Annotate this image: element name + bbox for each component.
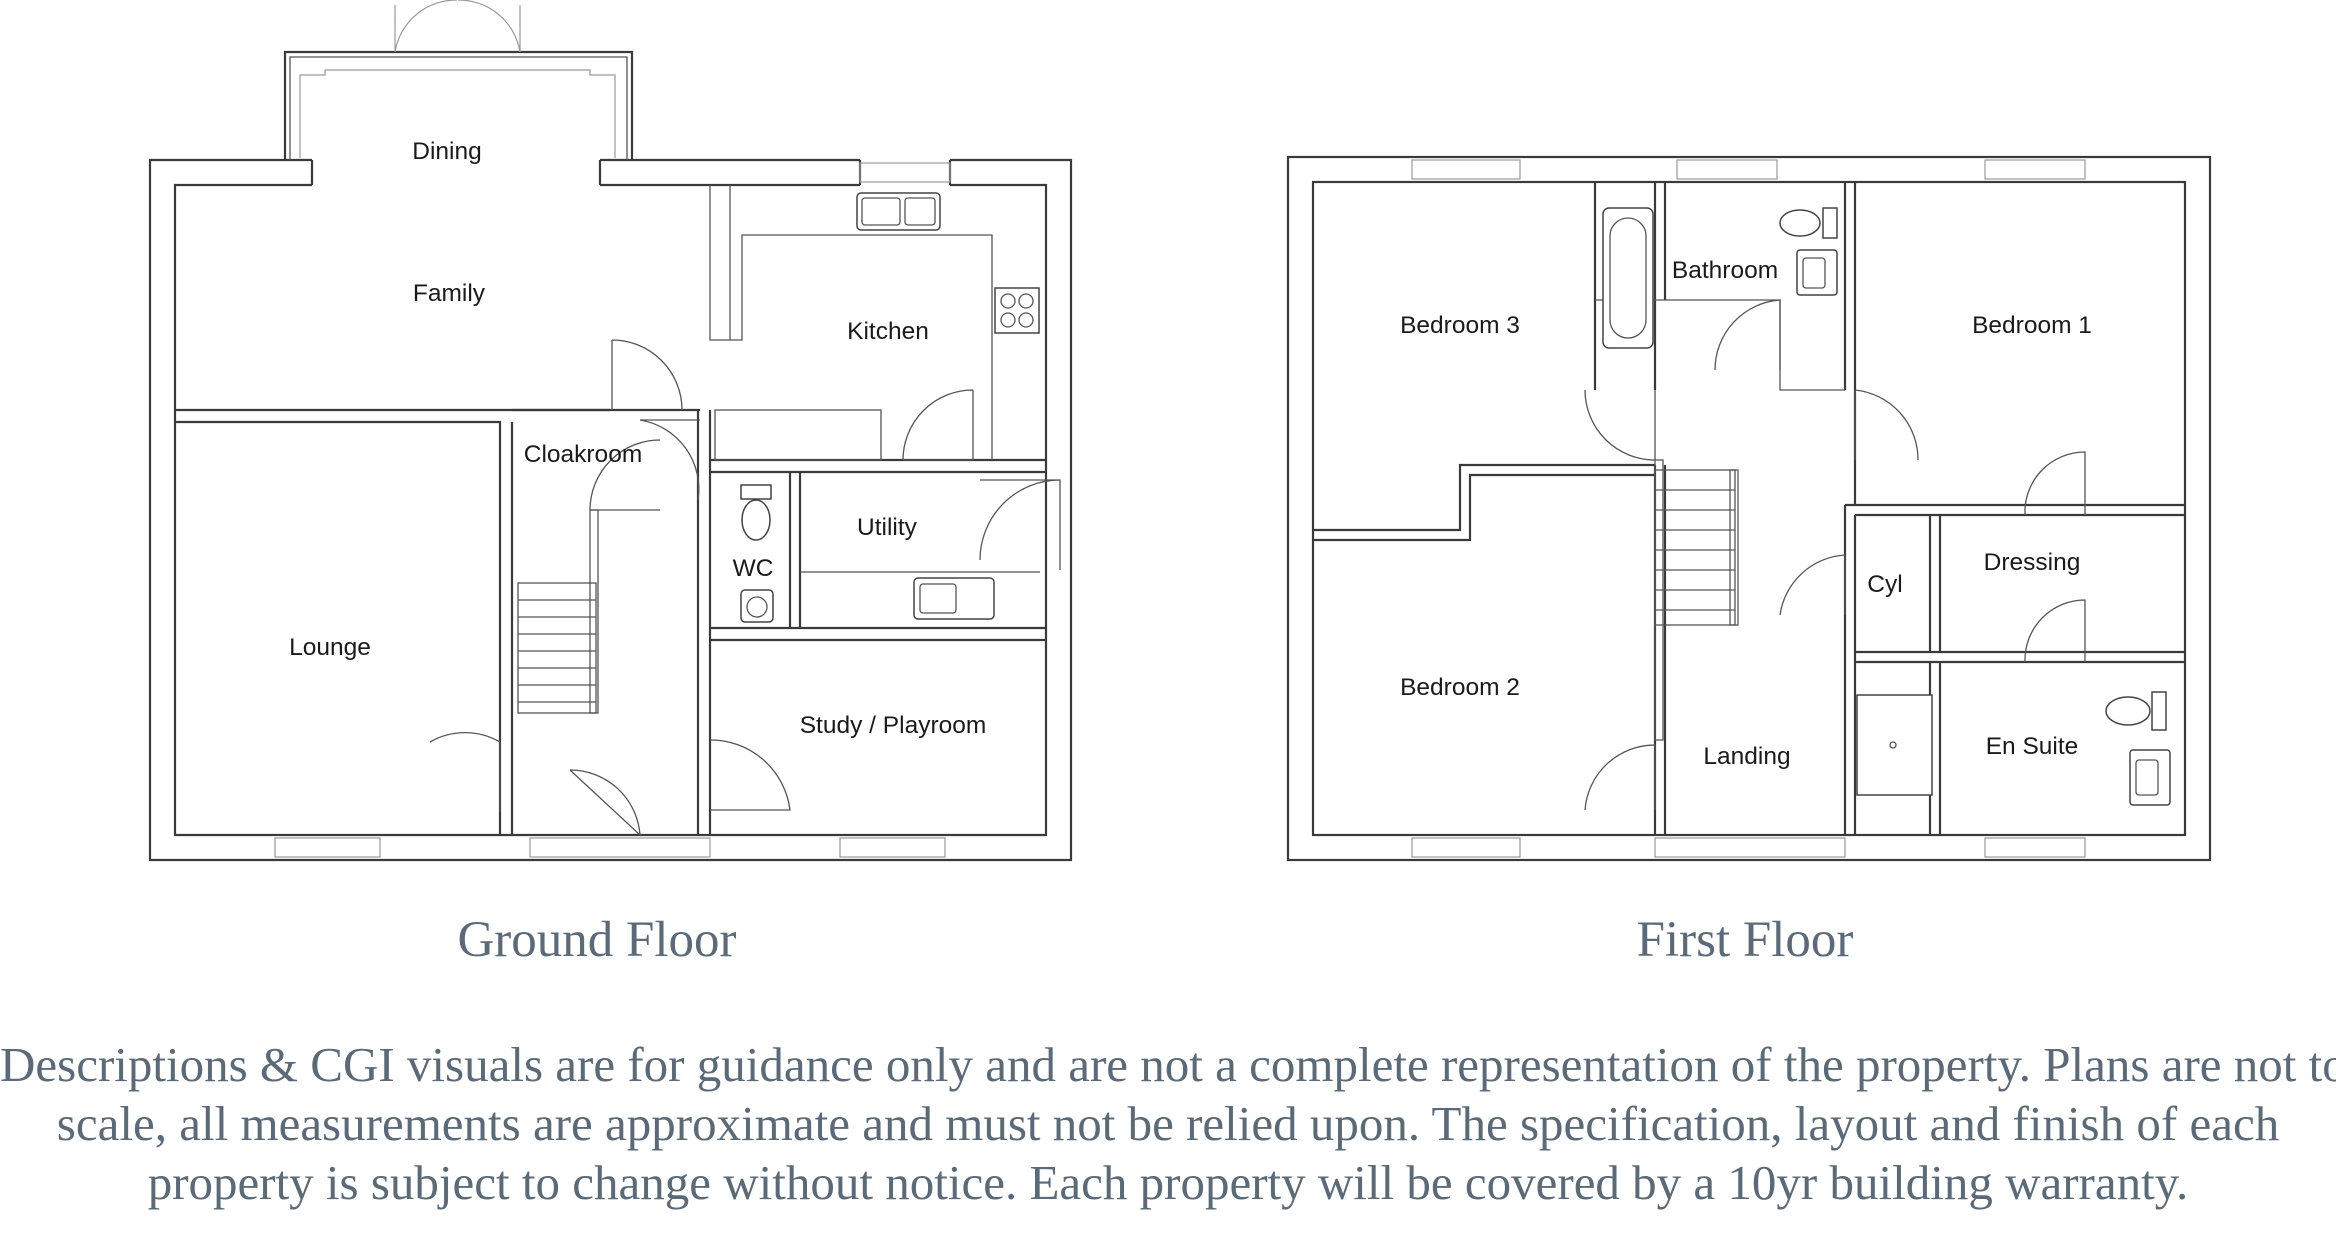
room-label-cyl: Cyl: [1867, 571, 1902, 598]
disclaimer-line-1: Descriptions & CGI visuals are for guida…: [0, 1037, 2336, 1092]
wc-basin-icon: [740, 589, 774, 623]
room-label-bedroom-2: Bedroom 2: [1400, 674, 1520, 701]
room-label-bathroom: Bathroom: [1672, 257, 1778, 284]
room-label-wc: WC: [733, 555, 774, 582]
disclaimer-line-3: property is subject to change without no…: [147, 1155, 2189, 1210]
ground-stairs: [517, 509, 599, 714]
first-fixtures: [1602, 207, 2171, 806]
room-label-study: Study / Playroom: [800, 712, 987, 739]
room-label-lounge: Lounge: [289, 634, 371, 661]
first-floor-title: First Floor: [1637, 912, 1854, 968]
room-label-bedroom-1: Bedroom 1: [1972, 312, 2092, 339]
room-label-utility: Utility: [857, 514, 918, 541]
ground-fixtures: [740, 192, 1040, 623]
first-floor-outer-walls: [1286, 155, 2212, 862]
first-floor-plan: Bedroom 3 Bathroom Bedroom 1 Bedroom 2 C…: [1286, 155, 2212, 968]
room-label-landing: Landing: [1703, 743, 1790, 770]
ground-floor-plan: Dining Family Kitchen Cloakroom Utility …: [148, 0, 1073, 968]
first-doors: [1584, 299, 2086, 811]
room-label-en-suite: En Suite: [1986, 733, 2079, 760]
bathroom-basin-icon: [1796, 249, 1838, 296]
disclaimer-text: Descriptions & CGI visuals are for guida…: [0, 1035, 2336, 1212]
hob-icon: [994, 287, 1040, 334]
bathtub-icon: [1602, 207, 1654, 349]
shower-tray-icon: [1856, 694, 1933, 796]
utility-sink-icon: [913, 577, 995, 620]
ground-doors: [429, 339, 1061, 837]
room-label-cloakroom: Cloakroom: [524, 441, 642, 468]
bathroom-toilet-icon: [1779, 207, 1838, 239]
room-label-dining: Dining: [412, 138, 481, 165]
first-stairs: [1654, 459, 1739, 741]
kitchen-sink-icon: [856, 192, 941, 231]
ground-windows: [274, 162, 951, 858]
ensuite-toilet-icon: [2105, 691, 2167, 731]
room-label-kitchen: Kitchen: [847, 318, 929, 345]
ensuite-basin-icon: [2129, 749, 2171, 806]
room-label-bedroom-3: Bedroom 3: [1400, 312, 1520, 339]
ground-floor-title: Ground Floor: [457, 912, 736, 968]
room-label-dressing: Dressing: [1984, 549, 2081, 576]
wc-toilet-icon: [740, 484, 772, 541]
first-windows: [1411, 159, 2086, 858]
room-label-family: Family: [413, 280, 486, 307]
dining-bay: [283, 0, 634, 160]
disclaimer-line-2: scale, all measurements are approximate …: [56, 1096, 2280, 1151]
